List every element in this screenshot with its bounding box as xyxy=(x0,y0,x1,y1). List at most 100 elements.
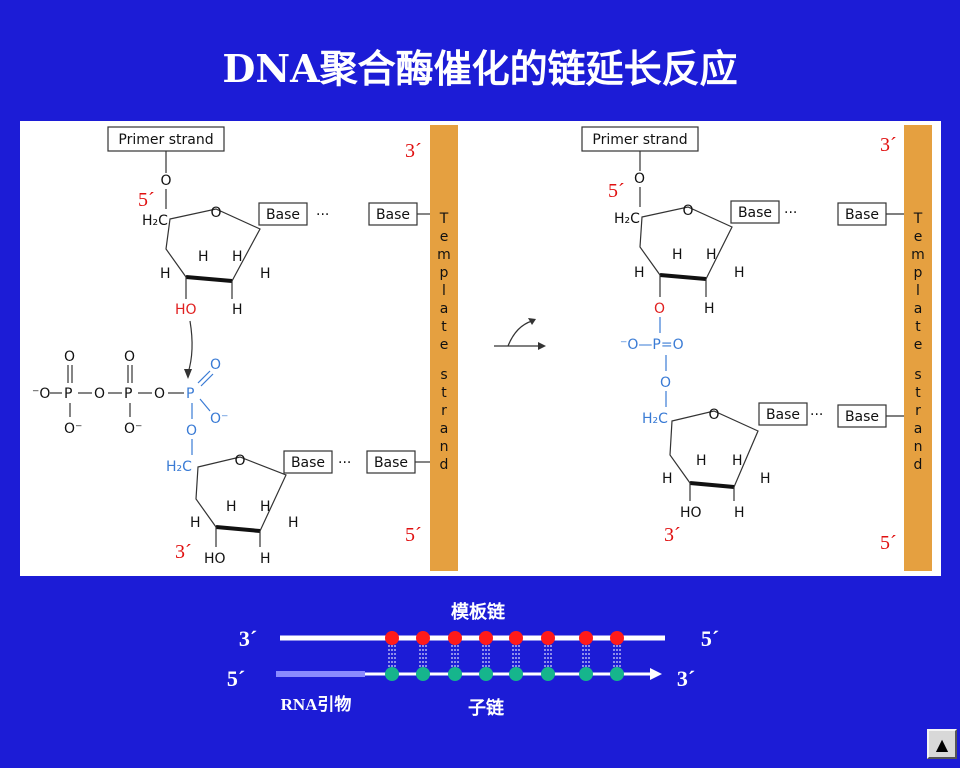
svg-text:p: p xyxy=(914,265,923,281)
primer-strand-label-left: Primer strand xyxy=(118,132,213,148)
ring-oxygen: O xyxy=(708,407,719,423)
base-label: Base xyxy=(376,207,410,223)
template-strand-bar-right xyxy=(904,125,932,571)
template-3-end-label-right: 3´ xyxy=(880,134,897,156)
svg-text:n: n xyxy=(914,439,923,455)
template-strand-label-left: T e m p l a t e s t r a n d xyxy=(437,211,451,473)
svg-text:s: s xyxy=(440,367,447,383)
svg-text:r: r xyxy=(441,403,447,419)
scroll-up-button[interactable]: ▲ xyxy=(927,729,957,759)
base-pair-lines xyxy=(388,645,621,668)
daughter-base-dot xyxy=(509,667,523,681)
base-label: Base xyxy=(266,207,300,223)
template-strand-bar-left xyxy=(430,125,458,571)
svg-text:d: d xyxy=(914,457,923,473)
template-3-end-label-left: 3´ xyxy=(405,140,422,162)
template-base-dot xyxy=(579,631,593,645)
svg-text:n: n xyxy=(440,439,449,455)
strand-schematic: 模板链 3´ 5´ 5´ 3´ RNA引物 子链 xyxy=(0,590,960,730)
base-label: Base xyxy=(845,409,879,425)
hbond-dots: ··· xyxy=(316,207,329,223)
daughter-base-dot xyxy=(385,667,399,681)
hbond-dots: ··· xyxy=(784,205,797,221)
base-label: Base xyxy=(374,455,408,471)
h-atom: H xyxy=(160,266,171,282)
atom-label: O xyxy=(634,171,645,187)
svg-text:a: a xyxy=(440,301,449,317)
template-right-end-label: 5´ xyxy=(701,626,719,651)
reaction-diagram: T e m p l a t e s t r a n d Primer stran… xyxy=(32,125,932,571)
h-atom: H xyxy=(198,249,209,265)
atom-label: H₂C xyxy=(614,211,640,227)
atom-label: O xyxy=(124,349,135,365)
svg-text:t: t xyxy=(915,385,921,401)
svg-text:e: e xyxy=(914,337,923,353)
daughter-base-dot xyxy=(610,667,624,681)
primer-5-end-label-left: 5´ xyxy=(138,189,155,211)
primer-5-end-label-right: 5´ xyxy=(608,180,625,202)
h-atom: H xyxy=(190,515,201,531)
daughter-strand-label: 子链 xyxy=(468,697,505,719)
atom-label: O⁻ xyxy=(124,421,142,437)
svg-text:l: l xyxy=(442,283,446,299)
reaction-diagram-panel: T e m p l a t e s t r a n d Primer stran… xyxy=(20,121,941,576)
base-box-top-right xyxy=(730,200,780,224)
h-atom: H xyxy=(672,247,683,263)
phosphodiester-group: ⁻O—P=O xyxy=(620,337,684,353)
svg-text:d: d xyxy=(440,457,449,473)
svg-text:e: e xyxy=(914,229,923,245)
rna-primer-label: RNA引物 xyxy=(281,694,352,714)
svg-text:e: e xyxy=(440,229,449,245)
template-base-dot xyxy=(385,631,399,645)
atom-label: H₂C xyxy=(166,459,192,475)
svg-text:t: t xyxy=(441,385,447,401)
template-5-end-label-right: 5´ xyxy=(880,532,897,554)
h-atom: H xyxy=(732,453,743,469)
svg-text:l: l xyxy=(916,283,920,299)
atom-label: O⁻ xyxy=(64,421,82,437)
template-base-dot xyxy=(416,631,430,645)
svg-text:T: T xyxy=(439,211,449,227)
ring-oxygen: O xyxy=(682,203,693,219)
template-strand-label: 模板链 xyxy=(451,601,506,623)
base-label: Base xyxy=(291,455,325,471)
slide-title: DNA聚合酶催化的链延长反应 xyxy=(222,46,738,91)
template-left-end-label: 3´ xyxy=(239,626,257,651)
ring-oxygen-top-left: O xyxy=(210,205,221,221)
template-strand-label-right: T e m p l a t e s t r a n d xyxy=(911,211,925,473)
base-box-top-left xyxy=(258,202,308,226)
template-base-dot xyxy=(448,631,462,645)
svg-text:m: m xyxy=(437,247,451,263)
daughter-base-dot xyxy=(541,667,555,681)
svg-text:e: e xyxy=(440,337,449,353)
h-atom: H xyxy=(696,453,707,469)
h-atom: H xyxy=(734,505,745,521)
h-atom: H xyxy=(662,471,673,487)
h-atom: H xyxy=(734,265,745,281)
base-label: Base xyxy=(766,407,800,423)
triangle-up-icon: ▲ xyxy=(935,734,949,754)
daughter-left-end-label: 5´ xyxy=(227,666,245,691)
atom-label: O xyxy=(186,423,197,439)
svg-text:a: a xyxy=(914,301,923,317)
atom-label: O xyxy=(210,357,221,373)
atom-label: ⁻O xyxy=(32,386,50,402)
primer-3-end-label-left: 3´ xyxy=(175,541,192,563)
base-box-bottom-left xyxy=(283,450,333,474)
template-5-end-label-left: 5´ xyxy=(405,524,422,546)
daughter-strand-arrowhead xyxy=(650,668,662,680)
h-atom: H xyxy=(260,266,271,282)
template-dots xyxy=(385,631,624,645)
atom-label: O xyxy=(660,375,671,391)
hydroxyl-left: HO xyxy=(175,302,197,318)
daughter-base-dot xyxy=(479,667,493,681)
atom-label: P xyxy=(186,386,194,402)
template-base-dot xyxy=(541,631,555,645)
svg-text:m: m xyxy=(911,247,925,263)
h-atom: H xyxy=(232,249,243,265)
svg-text:a: a xyxy=(440,421,449,437)
atom-label: O xyxy=(64,349,75,365)
atom-o-top: O xyxy=(160,173,171,189)
atom-label: O⁻ xyxy=(210,411,228,427)
strand-schematic-svg: 模板链 3´ 5´ 5´ 3´ RNA引物 子链 xyxy=(227,601,719,719)
